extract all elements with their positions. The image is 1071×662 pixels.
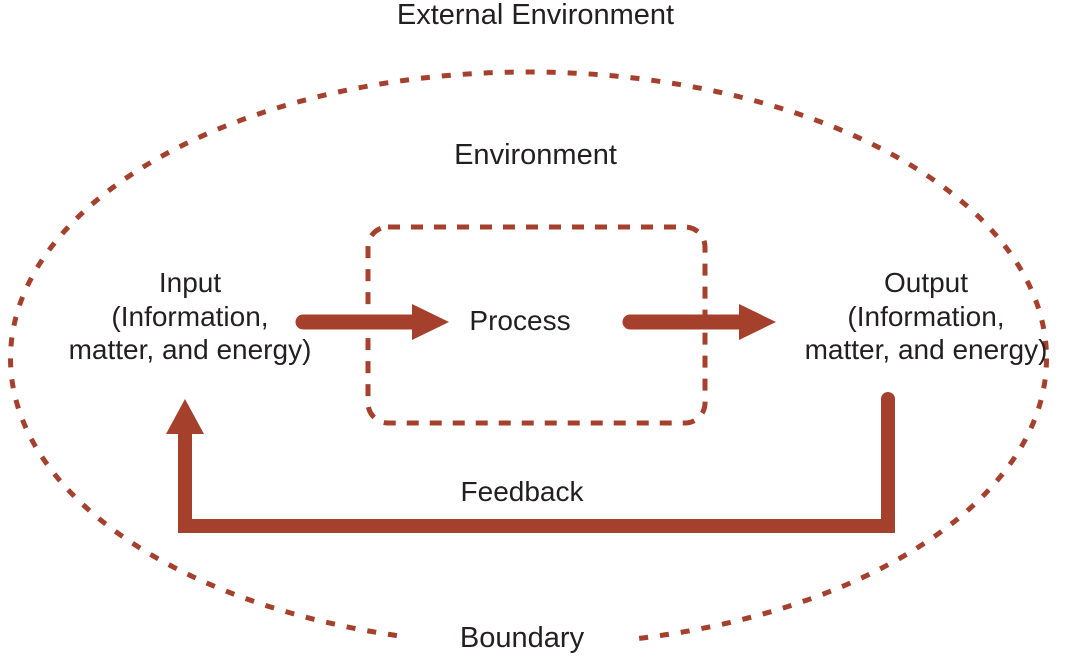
environment-label: Environment xyxy=(454,139,617,171)
output-title: Output xyxy=(883,267,969,298)
boundary-label: Boundary xyxy=(408,619,636,658)
output-detail-line-2: matter, and energy) xyxy=(804,334,1048,366)
output-label-block: Output (Information, matter, and energy) xyxy=(744,266,1071,367)
input-detail-line-2: matter, and energy) xyxy=(68,334,312,366)
input-title: Input xyxy=(158,267,222,298)
input-detail-line-1: (Information, xyxy=(111,300,269,332)
boundary-ellipse xyxy=(8,69,1049,648)
process-label: Process xyxy=(469,305,571,336)
external-environment-label: External Environment xyxy=(396,0,675,31)
output-detail-line-1: (Information, xyxy=(847,300,1005,332)
input-label-block: Input (Information, matter, and energy) xyxy=(8,266,372,367)
feedback-loop-arrow xyxy=(166,392,895,533)
arrow-input-to-process xyxy=(295,304,449,340)
feedback-label: Feedback xyxy=(460,476,584,507)
arrow-process-to-output xyxy=(622,304,776,340)
